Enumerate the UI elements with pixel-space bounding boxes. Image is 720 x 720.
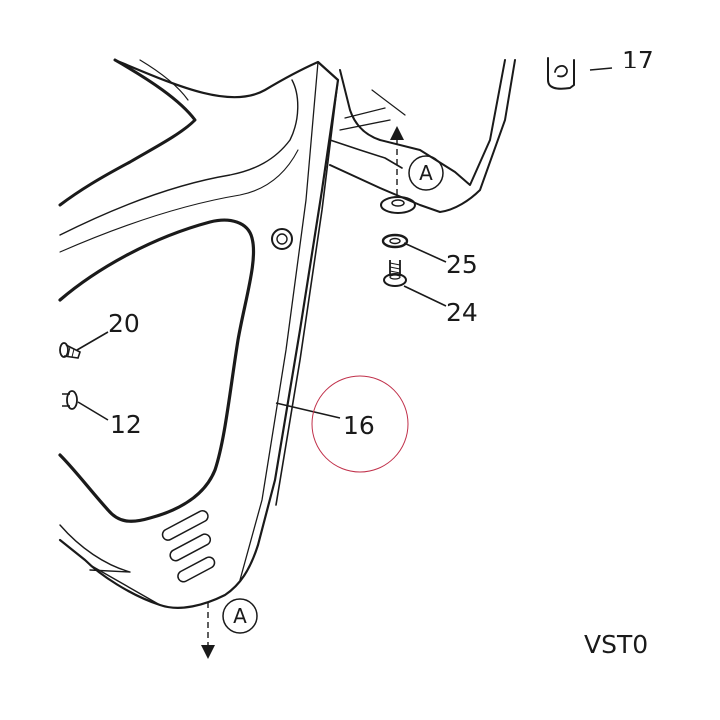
callout-16: 16 [343,411,375,440]
vent-slots [161,510,216,583]
washer-part-25 [381,233,409,249]
svg-text:A: A [233,604,247,628]
drawing-code: VST0 [584,632,649,657]
callout-12: 12 [110,410,142,439]
plug-part-12 [62,390,78,410]
leader-17 [589,67,613,71]
highlight-circle [311,375,409,473]
screw-part-20 [59,342,81,359]
direction-arrows [201,126,404,659]
reference-mark-bottom: A [222,598,258,634]
leader-25 [403,242,447,263]
callout-17: 17 [622,48,654,68]
callout-25: 25 [446,250,478,279]
callout-20: 20 [108,309,140,338]
reference-mark-top: A [408,155,444,191]
leader-12 [77,401,109,421]
leader-16 [275,402,341,419]
callout-24: 24 [446,298,478,327]
screw-part-24 [383,260,407,287]
upper-bracket [329,57,575,213]
leader-20 [76,331,109,351]
leader-lines [76,67,613,421]
svg-text:A: A [419,161,433,185]
bracket-washer [380,196,416,214]
leader-24 [403,285,447,307]
side-cover-part-16 [58,58,340,609]
